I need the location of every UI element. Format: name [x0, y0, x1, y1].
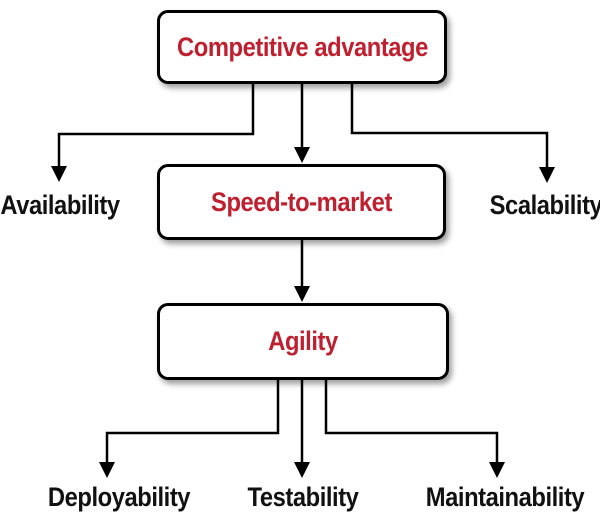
arrowhead-testability-icon: [294, 462, 310, 478]
leaf-deployability: Deployability: [0, 482, 239, 512]
arrowhead-agility-icon: [294, 286, 310, 302]
leaf-testability: Testability: [183, 482, 423, 512]
node-competitive-advantage: Competitive advantage: [157, 10, 447, 84]
arrowhead-maintainability-icon: [489, 462, 505, 478]
node-label: Agility: [268, 326, 338, 356]
node-label: Competitive advantage: [177, 31, 428, 62]
arrowhead-speed-icon: [294, 147, 310, 163]
edge-competitive-to-scalability: [350, 83, 549, 167]
edge-competitive-to-availability: [57, 83, 255, 166]
leaf-label: Deployability: [47, 482, 191, 512]
leaf-label: Scalability: [489, 190, 600, 220]
leaf-label: Maintainability: [425, 482, 585, 512]
arrowhead-scalability-icon: [539, 167, 555, 183]
node-agility: Agility: [157, 303, 449, 380]
leaf-scalability: Scalability: [426, 190, 600, 220]
node-label: Speed-to-market: [211, 186, 392, 217]
leaf-label: Testability: [247, 482, 359, 512]
edge-agility-to-deployability: [105, 378, 280, 462]
node-speed-to-market: Speed-to-market: [157, 164, 446, 240]
leaf-availability: Availability: [0, 190, 180, 220]
leaf-maintainability: Maintainability: [385, 482, 600, 512]
arrowhead-deployability-icon: [99, 462, 115, 478]
arrowhead-availability-icon: [51, 166, 67, 182]
edge-agility-to-maintainability: [324, 378, 499, 462]
leaf-label: Availability: [0, 190, 120, 220]
